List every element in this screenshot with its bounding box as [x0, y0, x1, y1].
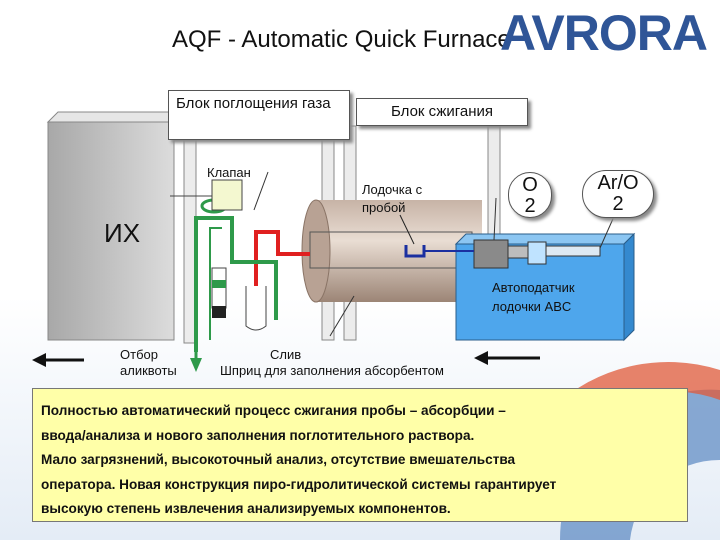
description-line-5: высокую степень извлечения анализируемых… [41, 501, 451, 516]
apparatus-diagram [32, 111, 636, 372]
boat-label: Лодочка с пробой [362, 182, 423, 215]
description-line-4: оператора. Новая конструкция пиро-гидрол… [41, 476, 557, 492]
combustion-unit-label: Блок сжигания [390, 103, 494, 120]
green-solution-line [194, 216, 278, 352]
o2-callout: O2 [508, 172, 552, 218]
drain-label: Слив [270, 347, 302, 362]
description-line-2: ввода/анализа и нового заполнения поглот… [41, 427, 475, 443]
description-box: Полностью автоматический процесс сжигани… [32, 388, 688, 522]
boat-rod-assembly [473, 239, 601, 269]
ar-o2-callout: Ar/O2 [582, 170, 654, 218]
aliquot-label: Отбор аликвоты [120, 347, 177, 378]
absorption-unit-callout: Блок поглощения газа [168, 90, 350, 140]
absorption-unit-label: Блок поглощения газа [176, 95, 331, 112]
valve-label: Клапан [207, 165, 251, 180]
syringe-label: Шприц для заполнения абсорбентом [220, 363, 444, 378]
avrora-logo: AVRORA [500, 4, 708, 62]
boat-pointer-line [399, 214, 415, 245]
page-title: AQF - Automatic Quick Furnace [172, 26, 511, 53]
combustion-unit-callout: Блок сжигания [356, 98, 528, 126]
ic-analyzer-box [46, 111, 186, 341]
syringe [211, 267, 227, 318]
description-line-3: Мало загрязнений, высокоточный анализ, о… [41, 452, 516, 467]
ic-label: ИХ [104, 218, 141, 248]
o2-label: O2 [522, 174, 538, 217]
ar-o2-label: Ar/O2 [597, 172, 639, 215]
valve [211, 179, 243, 211]
flow-arrows [32, 300, 540, 372]
autofeeder-label: Автоподатчик лодочки ABC [492, 280, 575, 314]
description-line-1: Полностью автоматический процесс сжигани… [41, 403, 506, 418]
drain-vessel [245, 286, 267, 331]
logo-text: AVRORA [500, 5, 708, 61]
